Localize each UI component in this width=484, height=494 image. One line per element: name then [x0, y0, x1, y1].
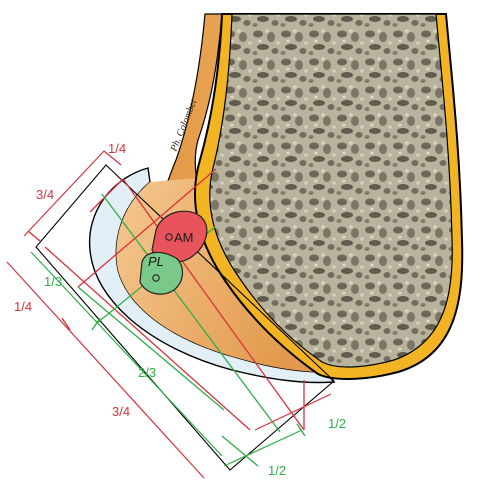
- label-left-third: 1/3: [44, 274, 62, 289]
- label-left-quarter: 1/4: [14, 299, 32, 314]
- bottom-red-arrow: [255, 394, 331, 430]
- label-bottom-half-upper: 1/2: [328, 416, 346, 431]
- am-label: AM: [174, 230, 194, 245]
- label-top-three-quarters: 3/4: [36, 187, 54, 202]
- label-bottom-half-lower: 1/2: [268, 463, 286, 478]
- label-left-two-thirds: 2/3: [138, 365, 156, 380]
- label-top-quarter: 1/4: [108, 141, 126, 156]
- pl-label: PL: [148, 254, 164, 269]
- label-left-three-quarters: 3/4: [112, 404, 130, 419]
